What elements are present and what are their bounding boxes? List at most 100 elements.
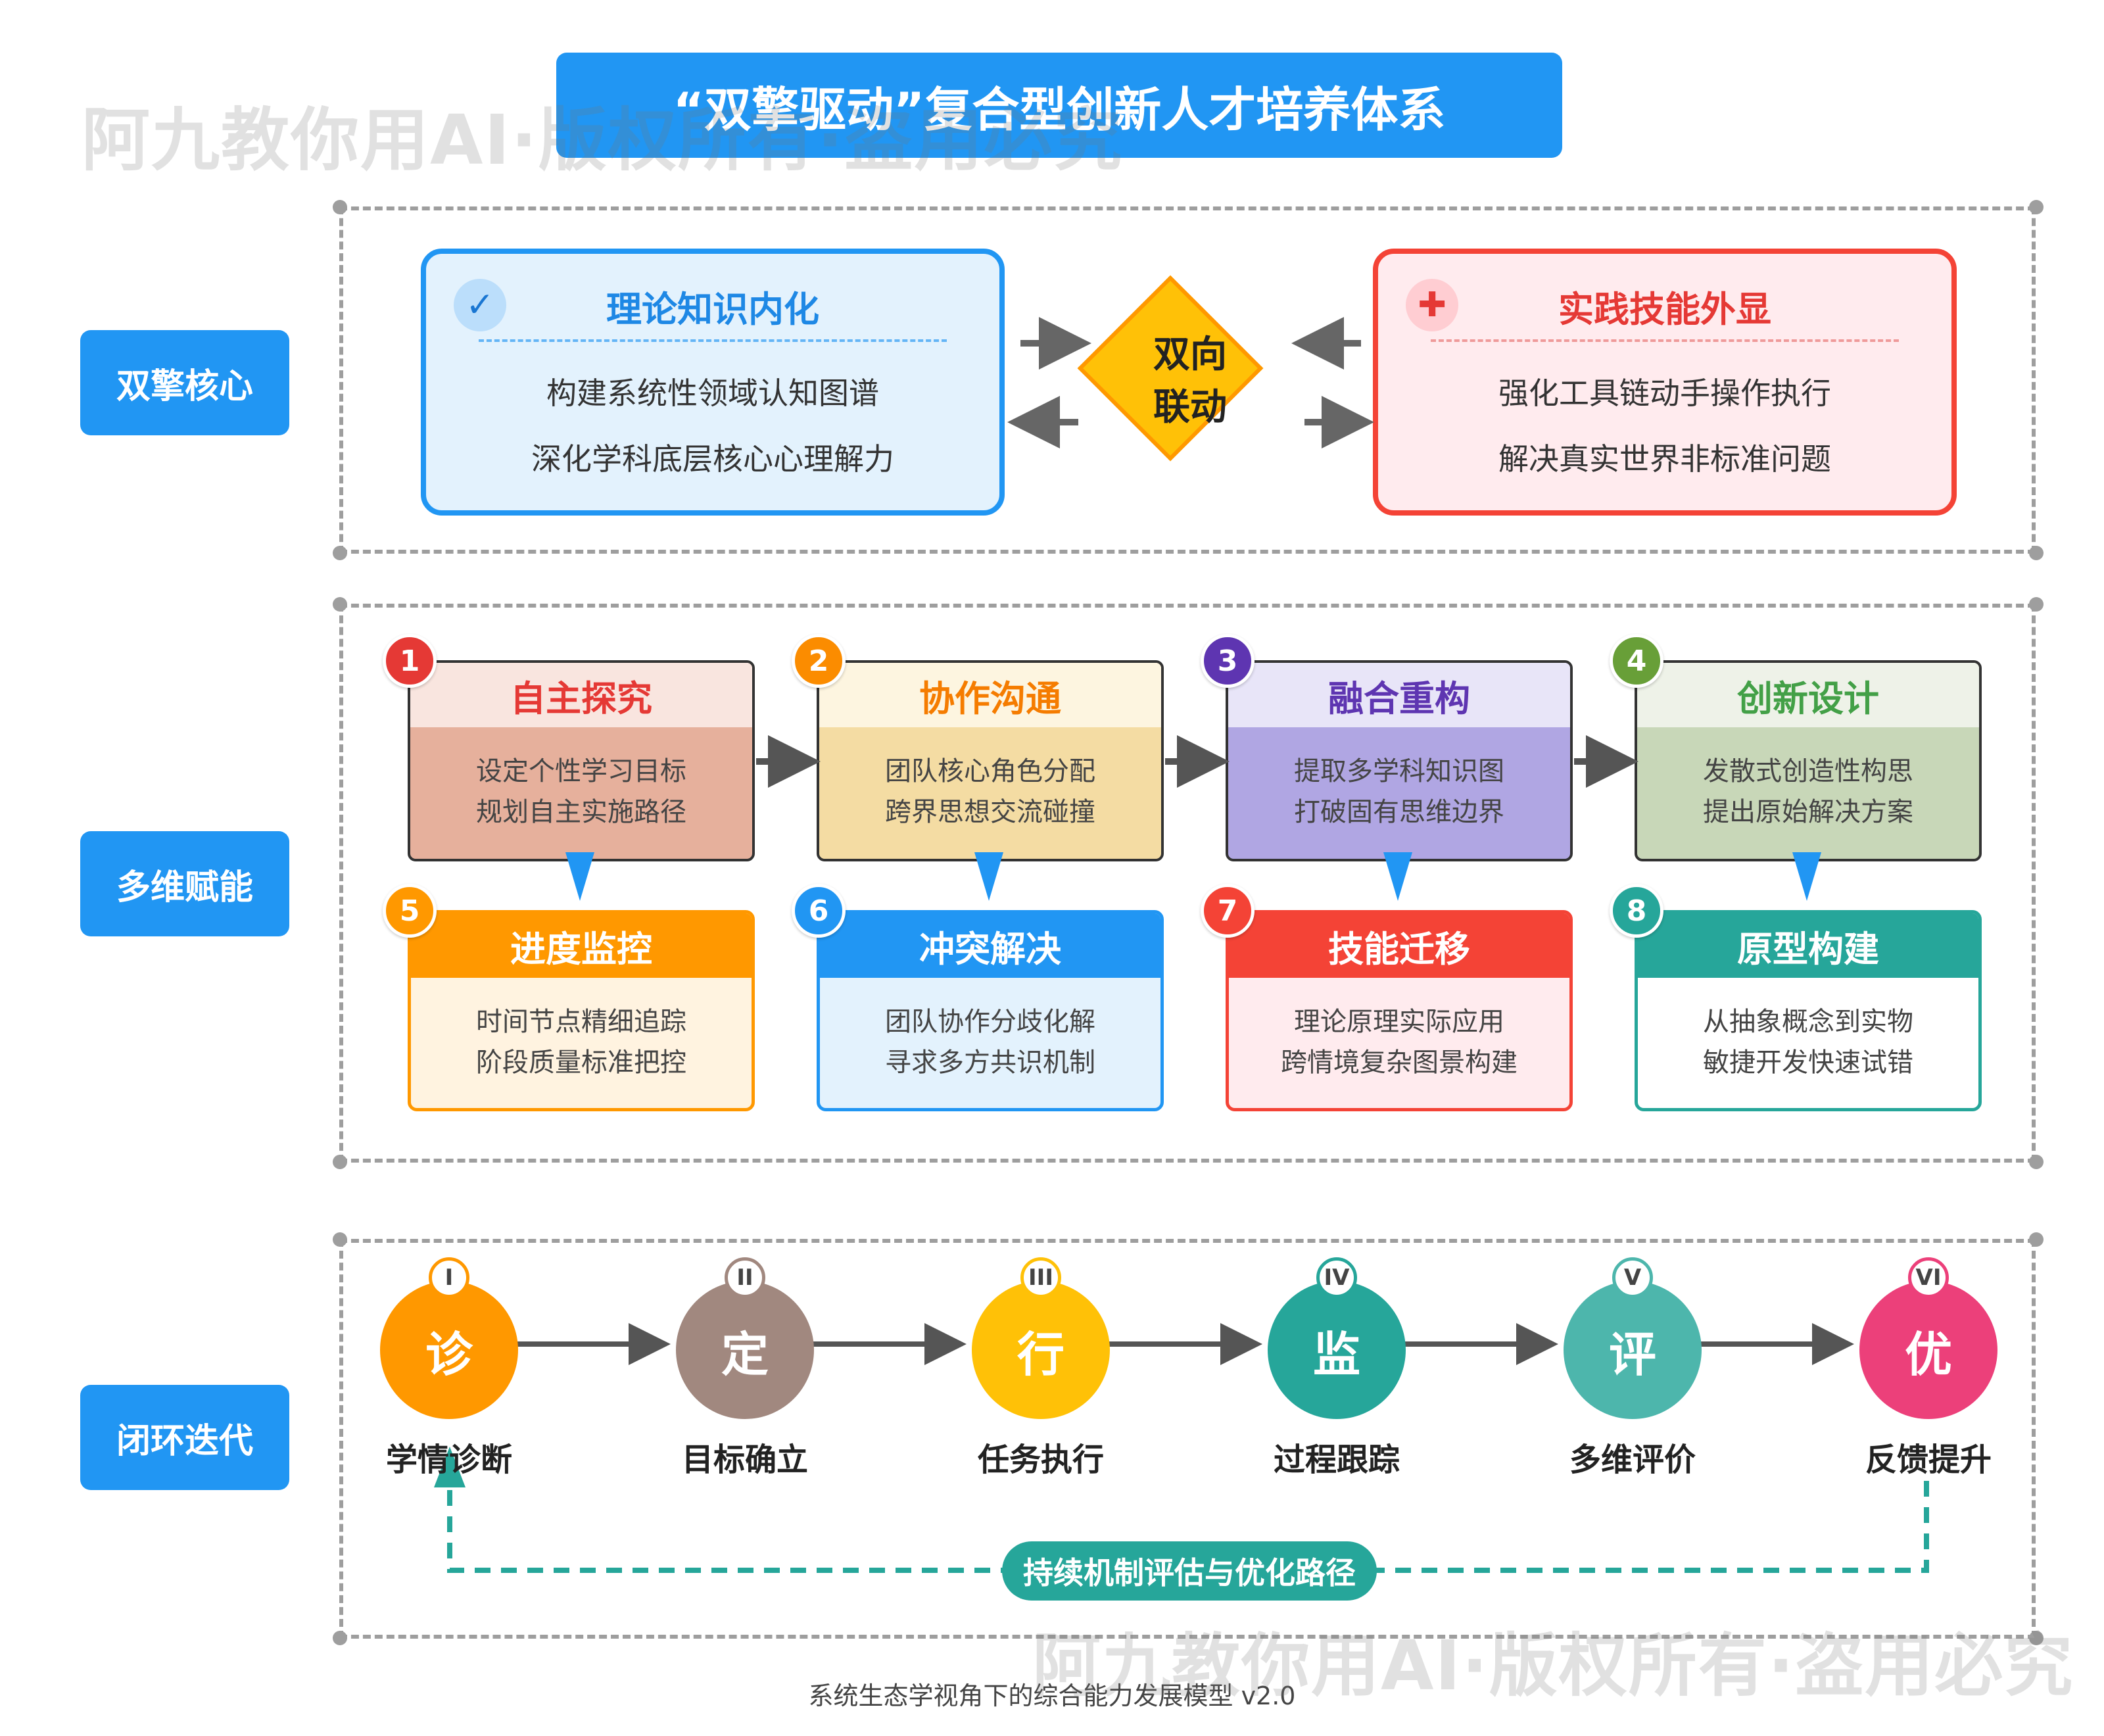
feedback-arrow-head — [434, 1447, 466, 1487]
frame-dot — [2029, 1232, 2044, 1247]
substage-card-6: 冲突解决 团队协作分歧化解寻求多方共识机制 — [817, 910, 1164, 1111]
divider — [1431, 339, 1899, 342]
loop-step-5-label: 多维评价 — [1569, 1441, 1696, 1478]
stage-number-badge: 1 — [383, 634, 437, 688]
arrow-down-4 — [1792, 852, 1821, 901]
loop-step-2-label: 目标确立 — [681, 1441, 808, 1478]
substage-line: 敏捷开发快速试错 — [1703, 1048, 1913, 1078]
core-arrows — [1007, 317, 1374, 448]
frame-dot — [333, 1232, 347, 1247]
substage-number-badge: 7 — [1201, 884, 1255, 938]
core-section-frame — [339, 206, 2036, 554]
loop-section-frame — [339, 1239, 2036, 1639]
roman-numeral-badge: VI — [1908, 1257, 1949, 1298]
practice-box: ✚ 实践技能外显 强化工具链动手操作执行 解决真实世界非标准问题 — [1373, 249, 1957, 516]
practice-title: 实践技能外显 — [1558, 289, 1771, 330]
stage-line: 设定个性学习目标 — [476, 756, 686, 786]
practice-line-2: 解决真实世界非标准问题 — [1498, 441, 1831, 477]
frame-dot — [2029, 546, 2044, 560]
section-label-empower: 多维赋能 — [80, 831, 289, 936]
roman-numeral-badge: V — [1612, 1257, 1653, 1298]
loop-step-5-circle: 评 — [1564, 1281, 1702, 1419]
stage-number-badge: 2 — [792, 634, 846, 688]
loop-step-1-circle: 诊 — [380, 1281, 518, 1419]
substage-number-badge: 8 — [1610, 884, 1663, 938]
arrow-down-3 — [1383, 852, 1412, 901]
practice-line-1: 强化工具链动手操作执行 — [1498, 375, 1831, 411]
loop-step-2-circle: 定 — [676, 1281, 814, 1419]
loop-step-6-label: 反馈提升 — [1865, 1441, 1992, 1478]
stage-line: 团队核心角色分配 — [885, 756, 1095, 786]
stage-card-1: 自主探究 设定个性学习目标规划自主实施路径 — [408, 660, 755, 861]
frame-dot — [2029, 200, 2044, 214]
section-label-core: 双擎核心 — [80, 330, 289, 435]
stage-line: 提取多学科知识图 — [1294, 756, 1504, 786]
loop-step-6-circle: 优 — [1859, 1281, 1997, 1419]
check-icon: ✓ — [454, 279, 506, 331]
footer-caption: 系统生态学视角下的综合能力发展模型 v2.0 — [808, 1681, 1296, 1710]
theory-line-1: 构建系统性领域认知图谱 — [546, 375, 879, 411]
frame-dot — [333, 1155, 347, 1169]
stage-line: 发散式创造性构思 — [1703, 756, 1913, 786]
stage-line: 跨界思想交流碰撞 — [885, 797, 1095, 827]
substage-card-8: 原型构建 从抽象概念到实物敏捷开发快速试错 — [1635, 910, 1982, 1111]
frame-dot — [333, 200, 347, 214]
substage-number-badge: 6 — [792, 884, 846, 938]
feedback-label: 持续机制评估与优化路径 — [1002, 1541, 1377, 1601]
frame-dot — [333, 546, 347, 560]
link-label: 双向 联动 — [1091, 329, 1289, 434]
loop-step-4-circle: 监 — [1268, 1281, 1406, 1419]
stage-card-4: 创新设计 发散式创造性构思提出原始解决方案 — [1635, 660, 1982, 861]
frame-dot — [2029, 1631, 2044, 1645]
stage-title: 协作沟通 — [819, 663, 1161, 727]
theory-line-2: 深化学科底层核心心理解力 — [531, 441, 894, 477]
substage-title: 冲突解决 — [820, 913, 1160, 978]
section-label-loop: 闭环迭代 — [80, 1385, 289, 1490]
substage-title: 进度监控 — [411, 913, 752, 978]
arrow-down-1 — [565, 852, 594, 901]
stage-line: 打破固有思维边界 — [1294, 797, 1504, 827]
substage-number-badge: 5 — [383, 884, 437, 938]
substage-line: 寻求多方共识机制 — [885, 1048, 1095, 1078]
substage-line: 从抽象概念到实物 — [1703, 1007, 1913, 1037]
roman-numeral-badge: I — [429, 1257, 469, 1298]
loop-step-3-circle: 行 — [972, 1281, 1110, 1419]
frame-dot — [2029, 597, 2044, 612]
stage-title: 自主探究 — [410, 663, 752, 727]
stage-card-3: 融合重构 提取多学科知识图打破固有思维边界 — [1226, 660, 1573, 861]
loop-step-4-label: 过程跟踪 — [1273, 1441, 1400, 1478]
substage-card-7: 技能迁移 理论原理实际应用跨情境复杂图景构建 — [1226, 910, 1573, 1111]
stage-title: 融合重构 — [1228, 663, 1570, 727]
substage-title: 原型构建 — [1638, 913, 1978, 978]
divider — [479, 339, 947, 342]
roman-numeral-badge: II — [725, 1257, 765, 1298]
empower-section-frame — [339, 604, 2036, 1163]
frame-dot — [333, 1631, 347, 1645]
link-label-line-1: 双向 — [1153, 333, 1227, 376]
theory-box: ✓ 理论知识内化 构建系统性领域认知图谱 深化学科底层核心心理解力 — [421, 249, 1005, 516]
empower-arrows — [565, 735, 1821, 901]
substage-title: 技能迁移 — [1229, 913, 1569, 978]
frame-dot — [2029, 1155, 2044, 1169]
substage-line: 团队协作分歧化解 — [885, 1007, 1095, 1037]
loop-step-3-label: 任务执行 — [977, 1441, 1104, 1478]
roman-numeral-badge: III — [1020, 1257, 1061, 1298]
stage-line: 规划自主实施路径 — [476, 797, 686, 827]
plus-icon: ✚ — [1406, 279, 1458, 331]
stage-title: 创新设计 — [1637, 663, 1979, 727]
substage-line: 跨情境复杂图景构建 — [1281, 1048, 1518, 1078]
frame-dot — [333, 597, 347, 612]
arrow-down-2 — [974, 852, 1003, 901]
stage-line: 提出原始解决方案 — [1703, 797, 1913, 827]
stage-number-badge: 4 — [1610, 634, 1663, 688]
link-label-line-2: 联动 — [1153, 386, 1227, 429]
substage-card-5: 进度监控 时间节点精细追踪阶段质量标准把控 — [408, 910, 755, 1111]
substage-line: 理论原理实际应用 — [1294, 1007, 1504, 1037]
loop-step-1-label: 学情诊断 — [385, 1441, 512, 1478]
roman-numeral-badge: IV — [1316, 1257, 1357, 1298]
theory-title: 理论知识内化 — [606, 289, 819, 330]
substage-line: 时间节点精细追踪 — [476, 1007, 686, 1037]
substage-line: 阶段质量标准把控 — [476, 1048, 686, 1078]
stage-number-badge: 3 — [1201, 634, 1255, 688]
page-title: “双擎驱动”复合型创新人才培养体系 — [556, 53, 1562, 158]
